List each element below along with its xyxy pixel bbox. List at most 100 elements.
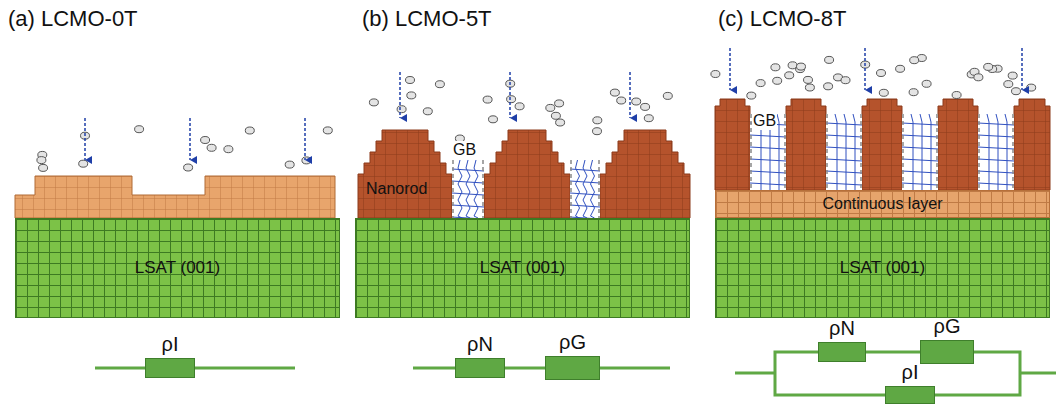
adatom [877, 70, 886, 77]
adatom [323, 127, 332, 134]
adatom [184, 164, 193, 171]
panel-title: (c) LCMO-8T [718, 6, 846, 32]
resistor-symbol: ρG [920, 340, 974, 364]
substrate-band: LSAT (001) [355, 218, 690, 318]
boundary-network [902, 114, 938, 190]
adatom [551, 112, 560, 119]
adatom [79, 160, 88, 167]
adatom [406, 77, 415, 84]
adatom [825, 56, 834, 63]
adatom [984, 63, 993, 70]
adatom [879, 89, 888, 96]
adatom [771, 64, 780, 71]
adatom [1027, 84, 1036, 91]
adatom [644, 115, 653, 122]
adatom [207, 144, 216, 151]
adatom [515, 103, 524, 110]
nanorod [484, 130, 570, 218]
resistance-label: ρI [162, 333, 179, 356]
boundary-edge [453, 160, 483, 218]
adatom [285, 161, 294, 168]
adatom [1012, 88, 1021, 95]
layer-label: LSAT (001) [135, 258, 220, 278]
adatom [974, 74, 983, 81]
resistor-symbol: ρI [885, 386, 935, 404]
panel-title: (a) LCMO-0T [8, 6, 138, 32]
deposition-arrow [729, 48, 731, 90]
substrate-band: LSAT (001) [15, 218, 340, 318]
boundary-edge [903, 114, 937, 190]
adatom [663, 92, 672, 99]
adatom [37, 157, 46, 164]
resistance-label: ρN [829, 317, 855, 340]
adatom [39, 164, 48, 171]
adatom [805, 84, 814, 91]
adatom [610, 89, 619, 96]
grain-boundary-label: GB [452, 141, 477, 159]
nanorod [786, 99, 826, 190]
boundary-network [978, 114, 1014, 190]
adatom [201, 137, 210, 144]
adatom [593, 117, 602, 124]
deposition-arrow [304, 118, 306, 160]
nanorod [938, 99, 978, 190]
adatom [423, 108, 432, 115]
boundary-edge [979, 114, 1013, 190]
circuit-wire [505, 367, 545, 370]
adatom [632, 98, 641, 105]
adatom [483, 96, 492, 103]
adatom [397, 106, 406, 113]
resistance-label: ρG [559, 331, 586, 354]
boundary-edge [571, 160, 599, 218]
resistance-label: ρN [467, 333, 493, 356]
adatom [797, 63, 806, 70]
grain-boundary [570, 160, 600, 218]
boundary-network [452, 160, 484, 219]
boundary-network [570, 160, 600, 219]
boundary-network [826, 114, 862, 190]
resistor-symbol: ρI [145, 358, 195, 378]
adatom [910, 57, 919, 64]
grain-boundary [826, 114, 862, 190]
nanorod [715, 99, 750, 190]
circuit-wire [866, 351, 920, 354]
lcmo-film [15, 176, 335, 218]
layer-label: LSAT (001) [480, 258, 565, 278]
deposition-arrow [399, 72, 401, 118]
grain-boundary [902, 114, 938, 190]
adatom [302, 157, 311, 164]
adatom [922, 80, 931, 87]
adatom [909, 89, 918, 96]
adatom [747, 92, 756, 99]
adatom [593, 128, 602, 135]
substrate-band: LSAT (001) [715, 218, 1050, 318]
deposition-arrow [84, 118, 86, 160]
adatom [245, 127, 254, 134]
adatom [435, 81, 444, 88]
grain-boundary-label: GB [752, 112, 777, 130]
nanorod [600, 130, 690, 218]
adatom [711, 71, 720, 78]
adatom [617, 97, 626, 104]
continuous-layer: Continuous layer [715, 190, 1050, 218]
deposition-arrow [1021, 48, 1023, 90]
panel-title: (b) LCMO-5T [362, 6, 492, 32]
boundary-edge [827, 114, 861, 190]
deposition-arrow [509, 72, 511, 118]
adatom [224, 146, 233, 153]
resistance-label: ρG [934, 315, 961, 338]
adatom [641, 103, 650, 110]
adatom [773, 77, 782, 84]
deposition-arrow [864, 48, 866, 90]
resistor-symbol: ρN [455, 358, 505, 378]
adatom [507, 96, 516, 103]
deposition-arrow [629, 72, 631, 118]
resistor-symbol: ρG [545, 356, 600, 380]
nanorod [358, 130, 452, 218]
deposition-arrow [189, 118, 191, 160]
resistance-label: ρI [902, 361, 919, 384]
adatom [546, 104, 555, 111]
nanorod [862, 99, 902, 190]
layer-label: LSAT (001) [840, 258, 925, 278]
adatom [804, 76, 813, 83]
